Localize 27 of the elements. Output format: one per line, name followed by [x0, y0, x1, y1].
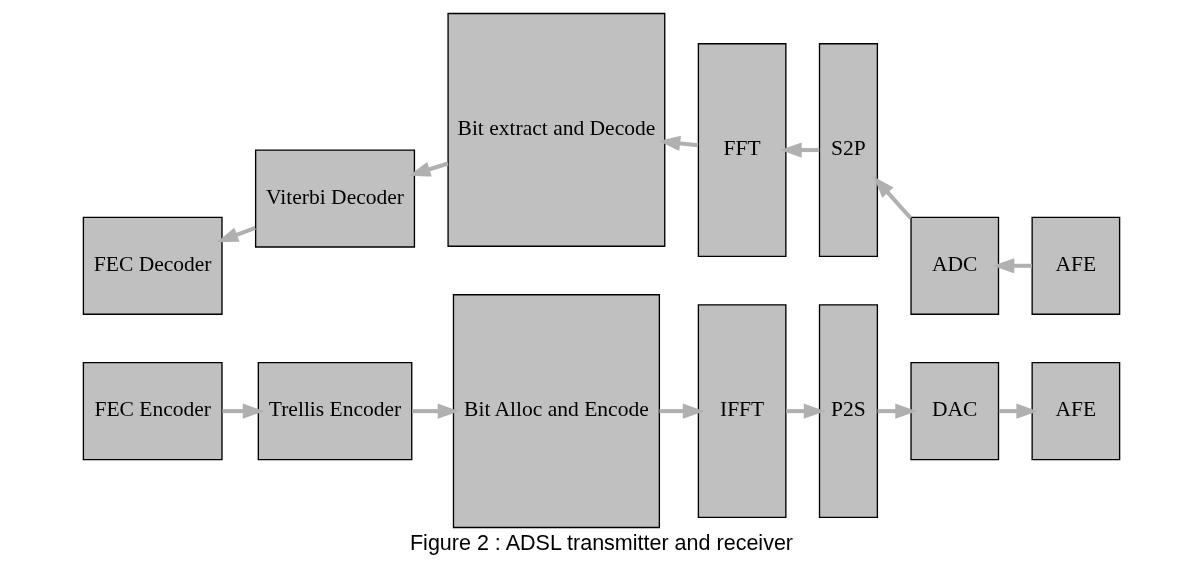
- node-box: Viterbi Decoder: [254, 149, 416, 248]
- node-box: IFFT: [697, 304, 787, 519]
- node-box: FEC Decoder: [82, 216, 223, 315]
- arrow: [408, 161, 449, 177]
- arrow: [998, 403, 1038, 419]
- arrow: [659, 403, 705, 419]
- node-box: Bit extract and Decode: [447, 12, 666, 247]
- arrow: [780, 142, 820, 158]
- node-box: ADC: [910, 216, 1000, 315]
- arrow: [992, 258, 1032, 274]
- node-box: Bit Alloc and Encode: [452, 294, 661, 529]
- node-box: AFE: [1031, 362, 1121, 461]
- node-box: P2S: [818, 304, 879, 519]
- arrow: [658, 135, 699, 151]
- arrow: [786, 403, 826, 419]
- node-box: DAC: [910, 362, 1000, 461]
- arrow: [877, 403, 917, 419]
- node-box: FFT: [697, 43, 787, 258]
- arrow: [216, 226, 256, 243]
- node-box: AFE: [1031, 216, 1121, 315]
- node-box: FEC Encoder: [82, 362, 223, 461]
- node-box: S2P: [818, 43, 879, 258]
- arrow: [222, 403, 265, 419]
- node-box: Trellis Encoder: [257, 362, 413, 461]
- arrow: [412, 403, 460, 419]
- arrow: [873, 176, 913, 220]
- caption: Figure 2 : ADSL transmitter and receiver: [409, 531, 794, 556]
